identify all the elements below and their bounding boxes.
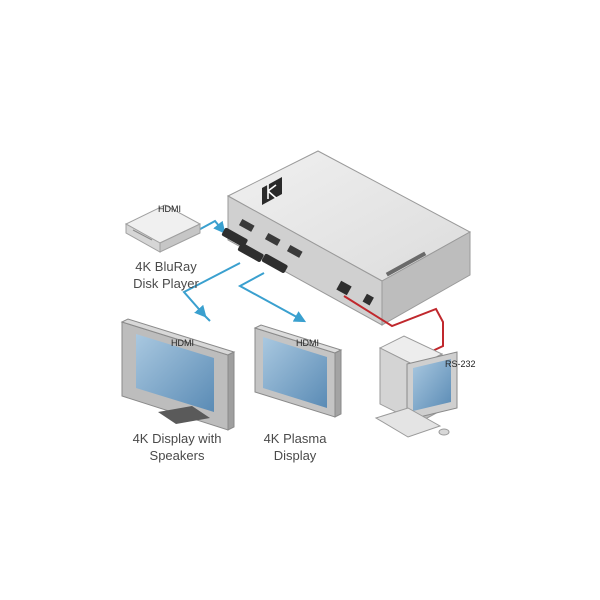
display1-feed — [204, 315, 211, 322]
rs232-label: RS-232 — [445, 359, 476, 369]
hdmi-output-port-2[interactable] — [286, 244, 303, 258]
source-hdmi-label: HDMI — [158, 204, 181, 214]
hdmi-input-port[interactable] — [238, 218, 255, 232]
source-label-line2: Disk Player — [133, 276, 199, 291]
hdmi-plug-icon — [221, 227, 288, 273]
amplifier-side — [381, 231, 471, 326]
computer — [374, 335, 458, 438]
plasma-display — [253, 324, 343, 418]
keyboard — [374, 407, 442, 438]
display2-screen — [263, 337, 327, 408]
display1-label-line2: Speakers — [150, 448, 205, 463]
display1-label-line1: 4K Display with — [133, 431, 222, 446]
distribution-amplifier — [226, 150, 472, 326]
display-with-speakers — [120, 318, 236, 431]
display2-hdmi-label: HDMI — [296, 338, 319, 348]
source-label-line1: 4K BluRay — [135, 259, 197, 274]
computer-screen — [413, 359, 451, 411]
hdmi-output-port-1[interactable] — [264, 232, 281, 246]
display1-screen — [136, 334, 214, 412]
rs232-port[interactable] — [336, 280, 352, 296]
mouse — [438, 428, 450, 436]
display2-label-line1: 4K Plasma — [264, 431, 328, 446]
rs232-cable — [343, 295, 444, 355]
kramer-logo-icon — [262, 177, 282, 205]
power-port[interactable] — [362, 293, 374, 306]
display1-hdmi-cable — [182, 262, 241, 318]
bluray-player — [124, 204, 202, 253]
display1-hdmi-label: HDMI — [171, 338, 194, 348]
model-label-plate — [385, 251, 427, 277]
display2-hdmi-cable — [237, 272, 307, 323]
display2-label-line2: Display — [274, 448, 317, 463]
